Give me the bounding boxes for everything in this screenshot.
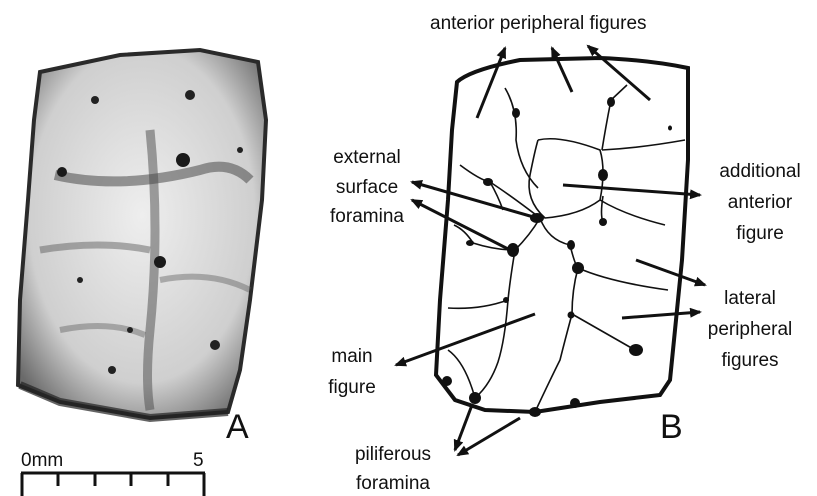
arrow-main <box>396 314 535 365</box>
label-line: external <box>322 146 412 169</box>
label-line: figure <box>322 376 382 399</box>
label-main-figure: main figure <box>322 345 382 399</box>
label-line: lateral <box>700 287 800 310</box>
label-lateral-peripheral-figures: lateral peripheral figures <box>700 287 800 372</box>
label-line: surface <box>322 176 412 199</box>
arrow-piliferous-2 <box>458 418 520 455</box>
panel-label-a: A <box>226 408 249 447</box>
label-line: main <box>322 345 382 368</box>
label-line: peripheral <box>700 318 800 341</box>
scale-end-label: 5 <box>193 450 204 472</box>
label-line: foramina <box>322 205 412 228</box>
photo-specimen <box>18 50 266 418</box>
label-line: additional <box>712 160 808 183</box>
label-line: piliferous <box>343 443 443 466</box>
drawing-outline <box>436 58 688 412</box>
arrow-piliferous-1 <box>455 405 472 450</box>
label-line: figure <box>712 222 808 245</box>
arrow-anterior-1 <box>477 48 505 118</box>
panel-label-b: B <box>660 408 683 447</box>
arrow-lateral-2 <box>622 312 700 318</box>
scale-start-label: 0mm <box>21 450 63 472</box>
arrow-additional <box>563 185 700 195</box>
arrow-lateral-1 <box>636 260 705 285</box>
scale-bar <box>21 473 205 496</box>
label-anterior-peripheral-figures: anterior peripheral figures <box>430 12 647 35</box>
arrow-anterior-2 <box>552 48 572 92</box>
arrow-foramina-1 <box>412 182 537 218</box>
label-line: figures <box>700 349 800 372</box>
label-line: anterior <box>712 191 808 214</box>
label-external-surface-foramina: external surface foramina <box>322 146 412 228</box>
osteoderm-drawing <box>436 58 688 417</box>
label-piliferous-foramina: piliferous foramina <box>343 443 443 495</box>
label-additional-anterior-figure: additional anterior figure <box>712 160 808 245</box>
label-line: foramina <box>343 472 443 495</box>
